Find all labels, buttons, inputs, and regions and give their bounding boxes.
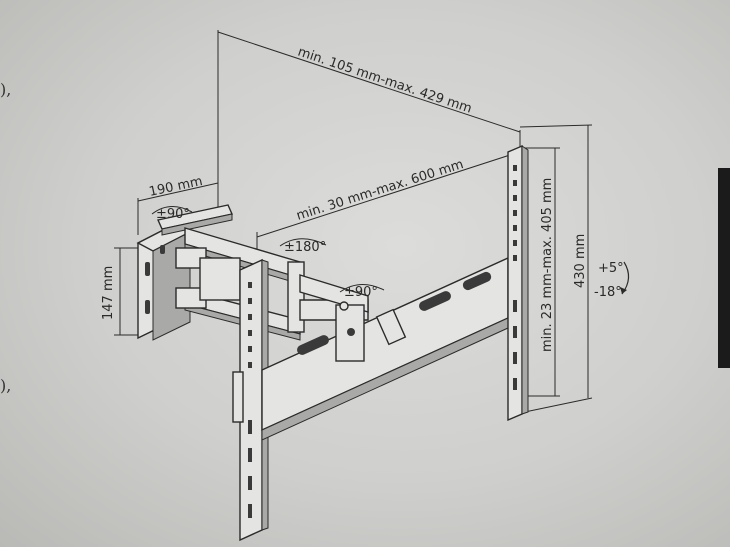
edge-mark-top: ), [0,80,12,99]
rotation-marks [151,206,385,293]
edge-mark-bottom: ), [0,376,12,395]
tv-plate-holes [513,165,517,390]
label-swivel-tv: ±90° [344,285,378,300]
label-swivel-middle: ±180° [284,240,326,255]
label-plate-spacing: min. 23 mm-max. 405 mm [540,178,555,352]
tv-plate [507,144,529,422]
label-tilt-up: +5° [598,261,624,276]
label-plate-height: 430 mm [573,234,588,288]
link-holes [248,282,252,518]
middle-link [232,258,269,542]
label-tilt-down: -18° [594,285,622,300]
horizontal-rail [261,256,509,441]
label-swivel-wall: ±90° [156,207,190,222]
label-extension-inner: min. 30 mm-max. 600 mm [295,157,466,224]
label-wall-depth: 190 mm [148,174,204,200]
dimension-lines [114,30,630,414]
label-wall-height: 147 mm [101,266,116,320]
dark-object-right [718,168,730,368]
label-extension-outer: min. 105 mm-max. 429 mm [296,45,474,117]
second-arm [299,274,369,362]
